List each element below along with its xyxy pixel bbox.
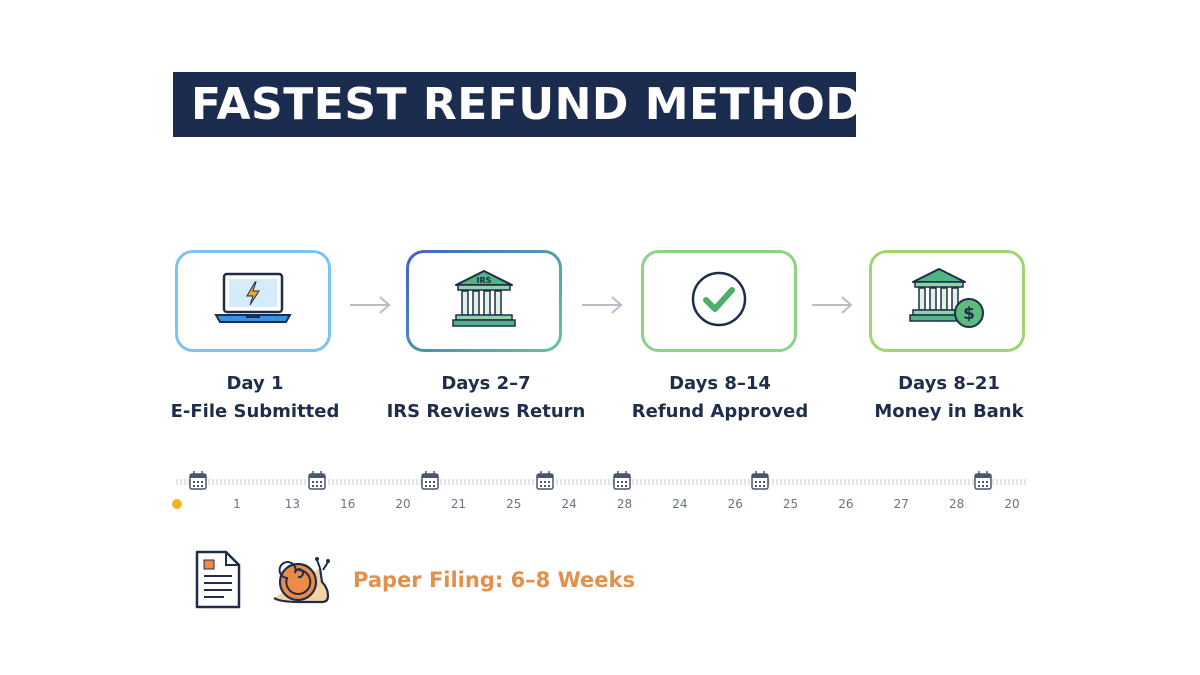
step-day: Days 2–7 — [441, 373, 531, 394]
calendar-icon — [308, 471, 326, 490]
paper-filing-label: Paper Filing: 6–8 Weeks — [353, 568, 635, 592]
timeline-tick-label: 13 — [285, 497, 300, 511]
step-box-irs-review: IRS — [406, 250, 562, 352]
step-box-refund-approved — [641, 250, 797, 352]
laptop-bolt-icon — [214, 271, 292, 331]
step-description: E-File Submitted — [170, 401, 340, 422]
step-day: Days 8–21 — [898, 373, 1000, 394]
timeline-ruler: 1 13 16 20 21 25 24 28 24 26 25 26 27 28 20 — [172, 471, 1026, 511]
calendar-icon — [751, 471, 769, 490]
calendar-icon — [613, 471, 631, 490]
svg-text:$: $ — [963, 304, 975, 324]
timeline-tick-label: 26 — [728, 497, 743, 511]
timeline-tick-label: 16 — [340, 497, 355, 511]
calendar-icon — [189, 471, 207, 490]
step-box-money-in-bank: $ — [869, 250, 1025, 352]
snail-icon — [273, 557, 330, 604]
step-label-4: Days 8–21 Money in Bank — [834, 370, 1064, 426]
svg-text:IRS: IRS — [477, 276, 492, 285]
step-day: Day 1 — [226, 373, 284, 394]
timeline-tick-label: 27 — [894, 497, 909, 511]
calendar-icon — [421, 471, 439, 490]
document-icon — [195, 550, 241, 609]
step-label-2: Days 2–7 IRS Reviews Return — [371, 370, 601, 426]
timeline-tick-label: 21 — [451, 497, 466, 511]
checkmark-circle-icon — [689, 269, 749, 333]
step-box-efile — [175, 250, 331, 352]
step-description: Money in Bank — [874, 401, 1024, 422]
timeline-tick-label: 20 — [395, 497, 410, 511]
timeline-start-dot — [172, 499, 182, 509]
timeline-tick-label: 1 — [233, 497, 241, 511]
step-day: Days 8–14 — [669, 373, 771, 394]
step-label-3: Days 8–14 Refund Approved — [605, 370, 835, 426]
irs-building-icon: IRS — [452, 269, 516, 333]
timeline-tick-label: 28 — [617, 497, 632, 511]
step-label-1: Day 1 E-File Submitted — [140, 370, 370, 426]
calendar-icon — [536, 471, 554, 490]
timeline-tick-label: 24 — [672, 497, 687, 511]
arrow-right-icon — [350, 296, 391, 314]
arrow-right-icon — [812, 296, 853, 314]
timeline-tick-label: 26 — [838, 497, 853, 511]
timeline-tick-label: 25 — [506, 497, 521, 511]
calendar-icon — [974, 471, 992, 490]
timeline-tick-label: 25 — [783, 497, 798, 511]
step-description: IRS Reviews Return — [386, 401, 586, 422]
arrow-right-icon — [582, 296, 623, 314]
timeline-tick-label: 20 — [1004, 497, 1019, 511]
title-banner: FASTEST REFUND METHOD — [173, 72, 862, 137]
bank-dollar-icon: $ — [909, 267, 985, 335]
timeline-tick-label: 28 — [949, 497, 964, 511]
step-description: Refund Approved — [631, 401, 809, 422]
page-title: FASTEST REFUND METHOD — [191, 79, 863, 130]
timeline-tick-label: 24 — [562, 497, 577, 511]
